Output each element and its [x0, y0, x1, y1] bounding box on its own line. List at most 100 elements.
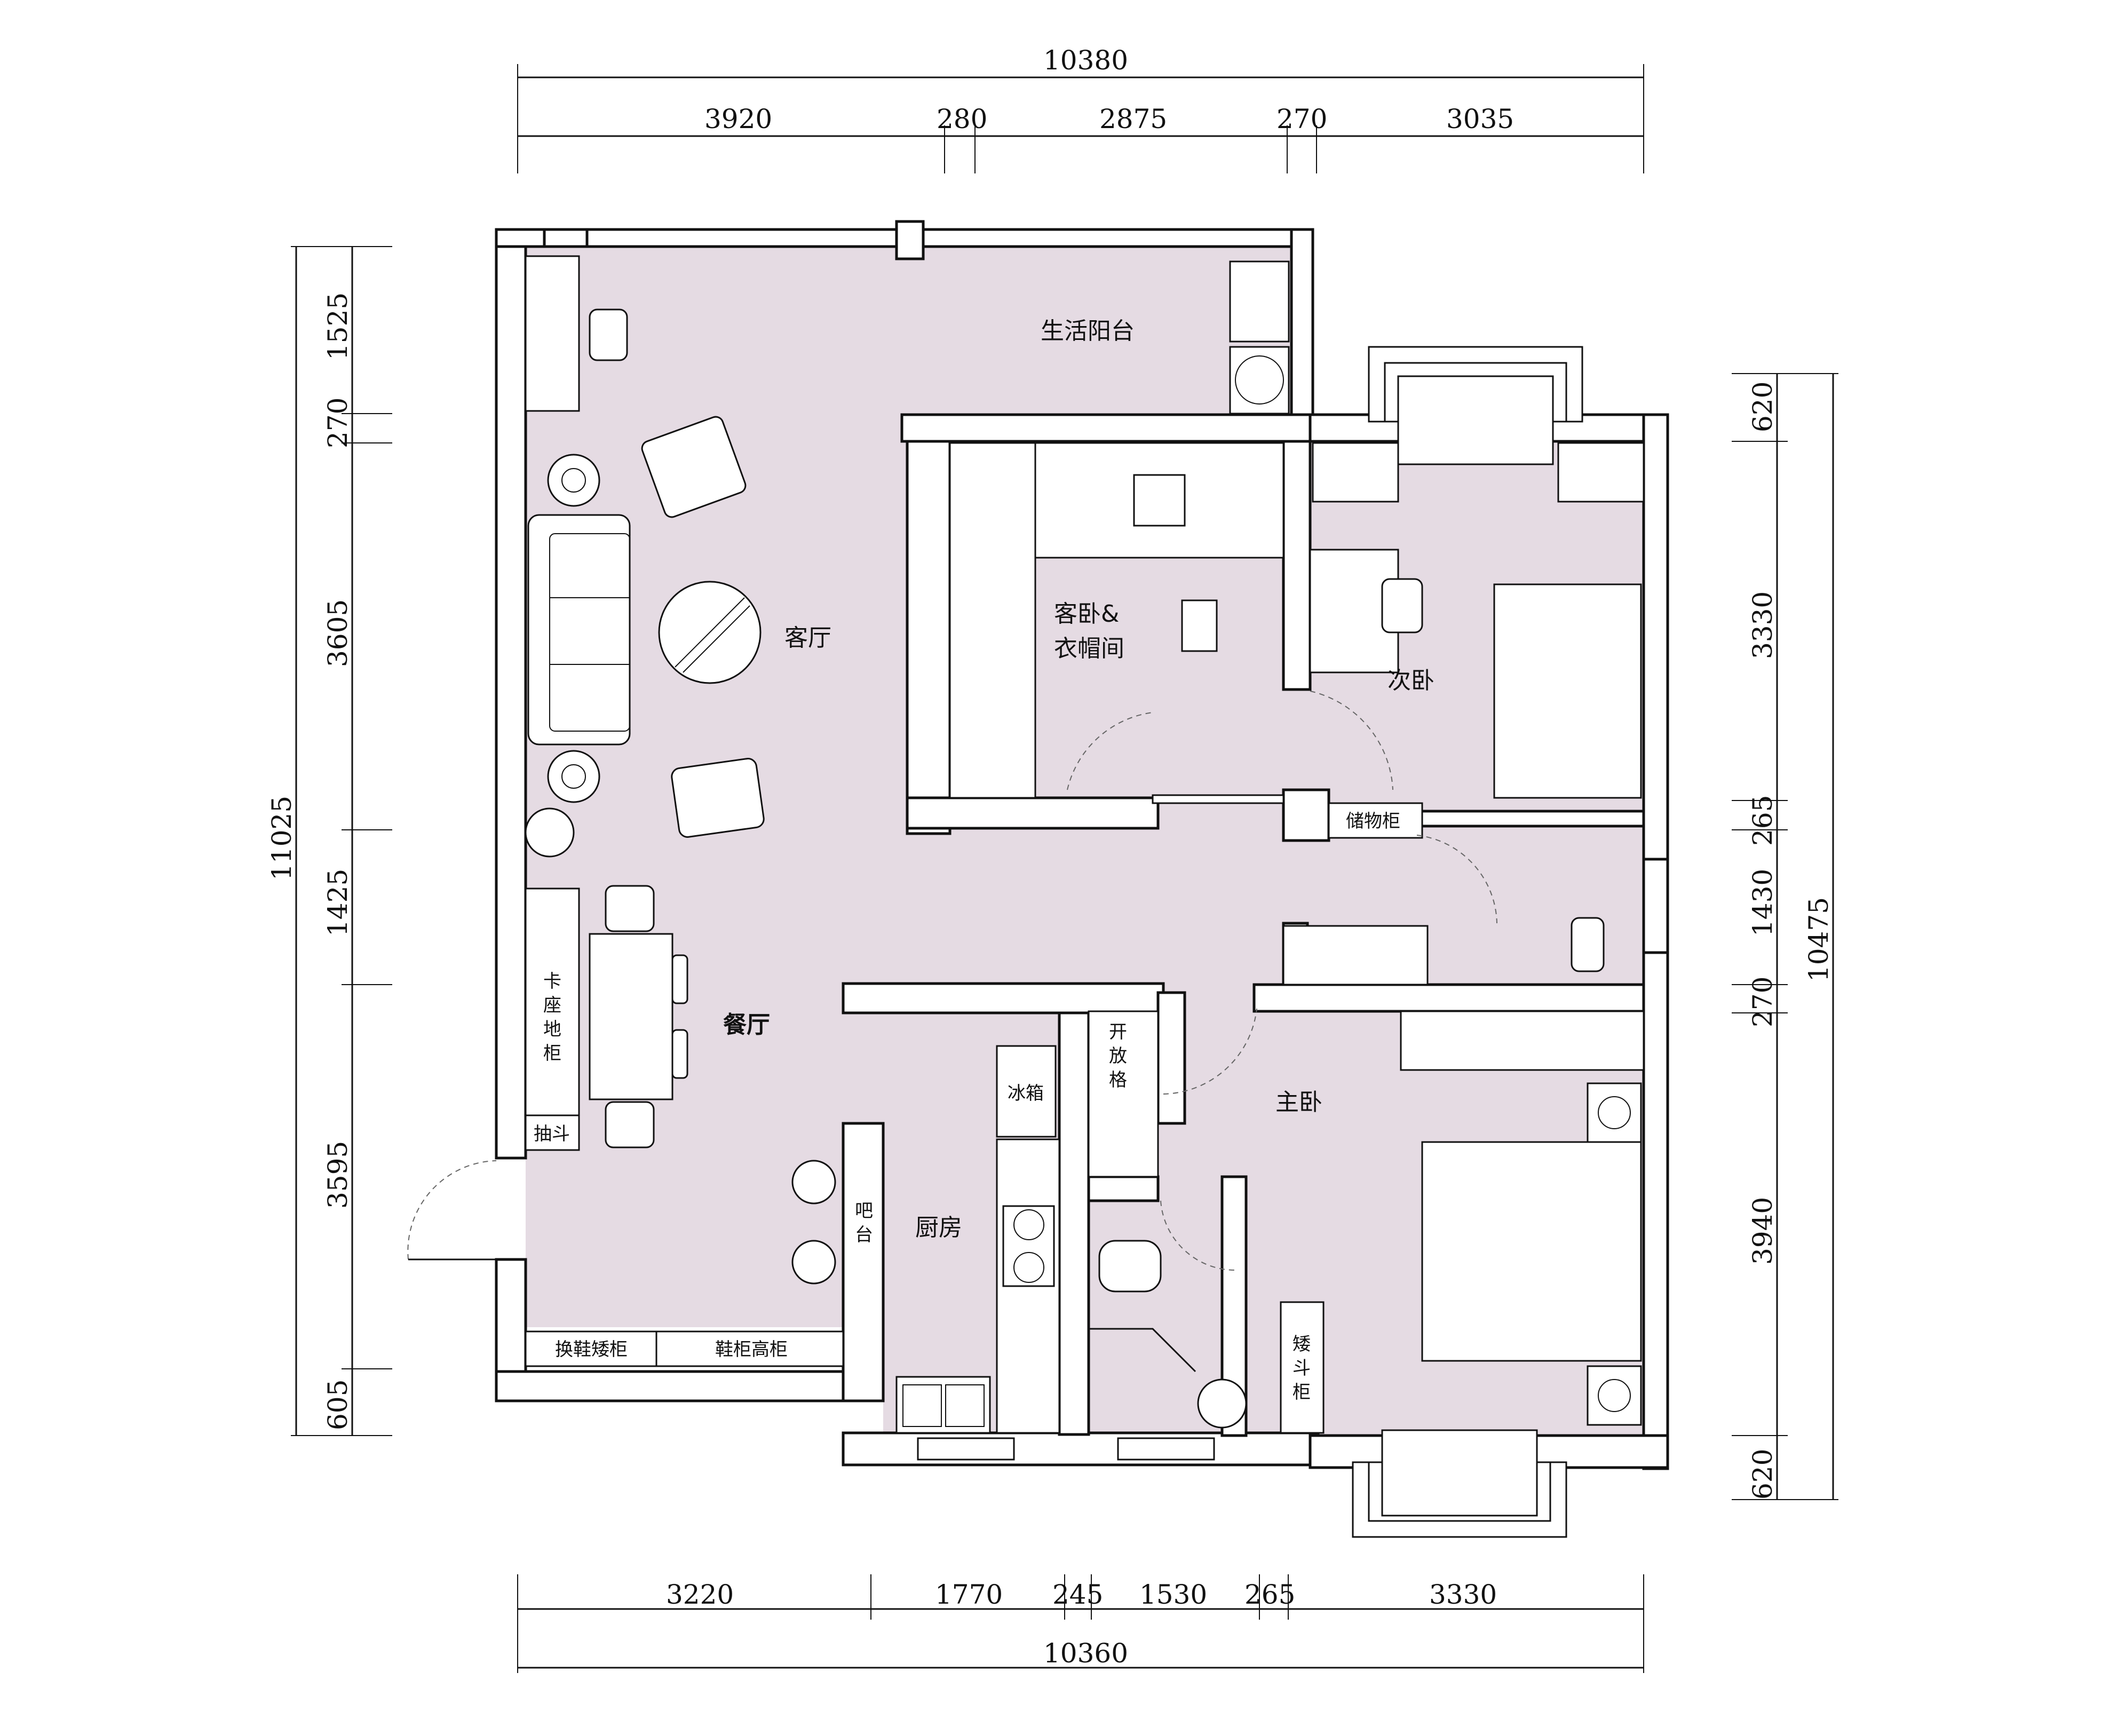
master-lamp-top	[1598, 1096, 1631, 1129]
stove-burner-2	[1013, 1252, 1044, 1283]
dim-left-2: 270	[322, 398, 353, 448]
window-south-sill	[1381, 1429, 1538, 1517]
balcony-sink	[1229, 260, 1290, 343]
dim-bottom-3: 245	[1052, 1579, 1103, 1610]
door-second	[1310, 691, 1393, 790]
booth-cabinet	[525, 887, 580, 1116]
dining-table	[589, 933, 673, 1100]
label-booth-2: 座	[543, 995, 561, 1016]
master-wardrobe	[1400, 1010, 1645, 1071]
dim-right-3: 265	[1747, 795, 1778, 846]
washing-machine	[1229, 346, 1290, 415]
dim-right-6: 3940	[1747, 1197, 1778, 1265]
dim-right-5: 270	[1747, 977, 1778, 1027]
side-table-bottom	[547, 750, 600, 803]
room-label-kitchen: 厨房	[915, 1214, 962, 1241]
kitchen-sink	[895, 1376, 991, 1434]
dining-chair-top	[605, 885, 655, 932]
master-lamp-bottom	[1598, 1379, 1631, 1412]
wall-kitchen-south	[842, 1431, 1320, 1467]
bath-basin	[1197, 1378, 1247, 1429]
side-table-bottom-inner	[561, 764, 586, 789]
dim-right-7: 620	[1747, 1449, 1778, 1500]
walls	[495, 220, 1669, 1538]
furniture	[407, 255, 1645, 1434]
side-table-top	[547, 454, 600, 507]
side-table-top-inner	[561, 468, 586, 493]
label-open-shelf-2: 放	[1109, 1045, 1127, 1067]
dim-top-4: 270	[1276, 104, 1327, 134]
armchair-top	[641, 416, 747, 518]
label-bar-1: 吧	[855, 1200, 873, 1222]
master-nightstand-top	[1587, 1082, 1642, 1143]
wall-kitchen-top	[842, 982, 1165, 1014]
wall-guest-east	[1282, 440, 1312, 691]
wall-south-west	[495, 1370, 845, 1402]
wall-corridor-bottom	[1252, 983, 1645, 1013]
dimension-text: 10380 3920 280 2875 270 3035 3220 1770 2…	[266, 45, 1834, 1669]
guest-partition	[1152, 794, 1284, 804]
plant-icon	[525, 807, 575, 858]
bath-vanity	[1282, 925, 1429, 986]
shoe-tall-cabinet	[655, 1330, 844, 1367]
dim-right-total: 10475	[1803, 897, 1834, 982]
toilet	[1098, 1240, 1162, 1293]
room-label-guest-2: 衣帽间	[1054, 635, 1124, 662]
entry-door-swing	[407, 1160, 497, 1260]
desk-nw	[525, 255, 580, 412]
window-bath	[1117, 1437, 1215, 1461]
label-low-cabinet-2: 斗	[1293, 1358, 1311, 1379]
wall-guest-west	[906, 440, 952, 835]
dim-left-total: 11025	[266, 796, 297, 881]
dim-left-5: 3595	[322, 1141, 353, 1209]
wall-west	[495, 228, 527, 1160]
dim-bottom-4: 1530	[1139, 1579, 1207, 1610]
label-booth-1: 卡	[543, 971, 561, 992]
brick-north-left	[543, 228, 589, 248]
dim-bottom-6: 3330	[1429, 1579, 1497, 1610]
label-fridge: 冰箱	[1008, 1083, 1044, 1104]
room-label-second-bedroom: 次卧	[1387, 667, 1434, 694]
door-master	[1163, 1008, 1257, 1095]
room-label-balcony: 生活阳台	[1041, 318, 1135, 345]
brick-north-mid	[895, 220, 925, 260]
door-bath	[1160, 1200, 1236, 1271]
label-shoe-bench: 换鞋矮柜	[555, 1339, 628, 1360]
dim-left-1: 1525	[322, 292, 353, 360]
kitchen-sink-bowl-2	[945, 1384, 985, 1427]
bar-stool-2	[791, 1240, 836, 1285]
dim-right-1: 620	[1747, 382, 1778, 432]
coffee-table-line-2	[683, 605, 750, 673]
dim-bottom-2: 1770	[935, 1579, 1003, 1610]
open-shelf	[1088, 1010, 1159, 1178]
sofa-seat	[549, 533, 630, 732]
dim-top-2: 280	[937, 104, 987, 134]
dim-right-2: 3330	[1747, 591, 1778, 659]
wall-bath-top	[1087, 1175, 1160, 1202]
stove-burner-1	[1013, 1209, 1044, 1240]
low-cabinet	[1280, 1301, 1325, 1434]
room-label-guest-1: 客卧&	[1054, 600, 1119, 628]
label-drawer: 抽斗	[534, 1123, 570, 1145]
fridge	[996, 1045, 1057, 1138]
second-wardrobe-right	[1557, 442, 1645, 503]
dim-bottom-1: 3220	[666, 1579, 734, 1610]
sofa	[527, 514, 631, 746]
guest-wardrobe	[949, 442, 1036, 799]
label-booth-4: 柜	[543, 1043, 561, 1064]
room-label-living: 客厅	[784, 624, 831, 652]
ottoman	[671, 758, 765, 838]
wall-balcony-bottom	[900, 413, 1314, 443]
bar-stool-1	[791, 1160, 836, 1204]
kitchen-sink-bowl-1	[902, 1384, 942, 1427]
door-guest	[1067, 712, 1153, 790]
shower-corner	[1089, 1328, 1196, 1373]
second-chair	[1381, 578, 1423, 633]
stove	[1002, 1205, 1055, 1287]
second-bed	[1493, 583, 1642, 799]
master-nightstand-bottom	[1587, 1365, 1642, 1426]
dim-top-5: 3035	[1446, 104, 1514, 134]
coffee-table-line-1	[675, 597, 745, 668]
dim-bottom-5: 265	[1244, 1579, 1295, 1610]
